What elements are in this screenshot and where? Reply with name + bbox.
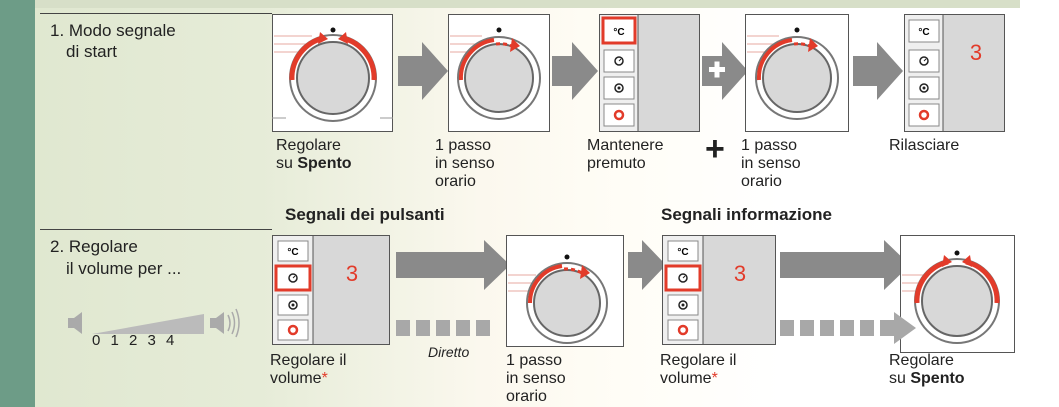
step-arrow — [398, 42, 448, 100]
temp-button-label: °C — [613, 27, 624, 38]
caption-line: Rilasciare — [889, 137, 960, 154]
direct-label: Diretto — [428, 344, 470, 360]
caption-line: orario — [506, 388, 547, 405]
step5-panel-release: °C 3 — [904, 14, 1005, 132]
s2-step3-panel: °C 3 — [662, 235, 776, 345]
step2-caption: 1 passo in senso orario — [435, 137, 495, 191]
caption-line: in senso — [741, 155, 801, 172]
caption-line: premuto — [587, 155, 646, 172]
step-arrow — [552, 42, 598, 100]
side-bar — [0, 0, 35, 407]
volume-scale-numbers: 0 1 2 3 4 — [92, 332, 178, 349]
caption-line: 1 passo — [506, 352, 563, 369]
step3-panel-hold: °C — [599, 14, 700, 132]
caption-line: Regolare il — [660, 352, 737, 369]
step-arrow-plus — [702, 42, 748, 100]
caption-line: in senso — [506, 370, 566, 387]
caption-line: in senso — [435, 155, 495, 172]
caption-line: su Spento — [889, 370, 965, 387]
top-band — [35, 0, 1020, 8]
s2-step4-dial-off — [900, 235, 1015, 353]
step5-caption: Rilasciare — [889, 137, 959, 155]
s2-step1-caption: Regolare il volume* — [270, 352, 346, 388]
section2-rule — [40, 229, 272, 230]
caption-line: su Spento — [276, 155, 352, 172]
volume-scale-icon — [68, 308, 240, 338]
step-arrow-long — [780, 240, 910, 290]
plus-sign: + — [705, 130, 725, 168]
step4-caption: 1 passo in senso orario — [741, 137, 801, 191]
caption-line: Mantenere — [587, 137, 664, 154]
temp-button-label: °C — [677, 247, 688, 258]
caption-line: volume* — [660, 370, 718, 387]
caption-line: Regolare il — [270, 352, 347, 369]
display-digit: 3 — [346, 261, 358, 286]
step-arrow — [628, 240, 666, 290]
s2-step2-caption: 1 passo in senso orario — [506, 352, 566, 406]
step-arrow-long — [396, 240, 510, 290]
step2-dial-clockwise — [448, 14, 550, 132]
s2-step2-dial-clockwise — [506, 235, 624, 347]
title-info-signals: Segnali informazione — [661, 205, 832, 224]
caption-line: orario — [741, 173, 782, 190]
step4-dial-clockwise — [745, 14, 849, 132]
section2-label-line2: il volume per ... — [66, 259, 182, 278]
title-button-signals: Segnali dei pulsanti — [285, 205, 445, 224]
caption-line: Regolare — [889, 352, 954, 369]
display-digit: 3 — [734, 261, 746, 286]
section2-label-line1: 2. Regolare — [50, 237, 138, 256]
section1-label-line2: di start — [66, 42, 118, 61]
display-digit: 3 — [970, 40, 982, 65]
caption-line: 1 passo — [435, 137, 492, 154]
temp-button-label: °C — [918, 27, 929, 38]
step-arrow — [853, 42, 903, 100]
caption-line: 1 passo — [741, 137, 798, 154]
temp-button-label: °C — [287, 247, 298, 258]
section1-label-line1: 1. Modo segnale — [50, 21, 176, 40]
direct-dashed-arrow — [396, 312, 916, 344]
caption-line: volume* — [270, 370, 328, 387]
s2-step4-caption: Regolare su Spento — [889, 352, 965, 388]
caption-line: orario — [435, 173, 476, 190]
s2-step3-caption: Regolare il volume* — [660, 352, 736, 388]
step1-caption: Regolare su Spento — [276, 137, 352, 173]
step3-caption: Mantenere premuto — [587, 137, 664, 173]
section1-rule — [40, 13, 272, 14]
step1-dial-off — [272, 14, 393, 132]
caption-line: Regolare — [276, 137, 341, 154]
s2-step1-panel: °C 3 — [272, 235, 390, 345]
